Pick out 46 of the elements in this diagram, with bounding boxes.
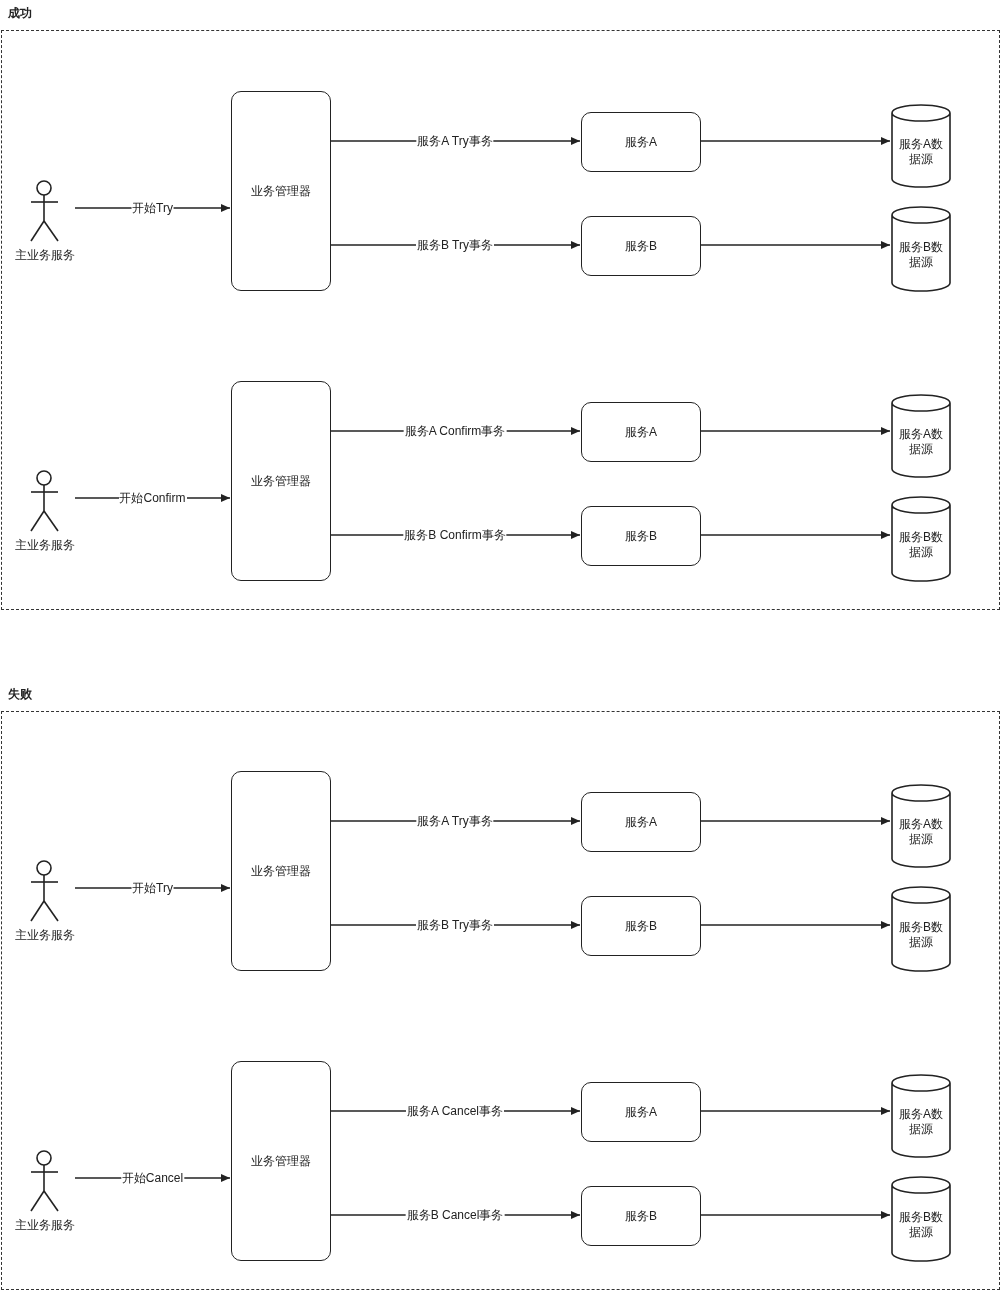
edge-label: 开始Try <box>131 879 174 897</box>
process-box: 服务B <box>581 506 701 566</box>
database-cylinder: 服务B数据源 <box>891 206 951 292</box>
database-cylinder: 服务A数据源 <box>891 394 951 478</box>
edge-label: 服务B Confirm事务 <box>403 526 507 544</box>
edge-label: 服务B Try事务 <box>416 916 494 934</box>
actor: 主业务服务 <box>14 466 76 554</box>
process-box: 服务B <box>581 1186 701 1246</box>
process-box: 业务管理器 <box>231 91 331 291</box>
database-cylinder: 服务A数据源 <box>891 784 951 868</box>
actor: 主业务服务 <box>14 176 76 264</box>
database-cylinder: 服务B数据源 <box>891 886 951 972</box>
database-cylinder: 服务B数据源 <box>891 1176 951 1262</box>
process-box: 服务B <box>581 216 701 276</box>
process-box: 服务A <box>581 112 701 172</box>
edge-label: 服务B Try事务 <box>416 236 494 254</box>
edge-label: 开始Try <box>131 199 174 217</box>
edge-label: 服务A Cancel事务 <box>406 1102 504 1120</box>
edge-label: 开始Cancel <box>120 1169 185 1187</box>
arrow <box>699 137 891 145</box>
process-box: 服务A <box>581 402 701 462</box>
section-title: 失败 <box>8 686 32 703</box>
arrow <box>699 1211 891 1219</box>
database-cylinder: 服务A数据源 <box>891 104 951 188</box>
database-cylinder: 服务A数据源 <box>891 1074 951 1158</box>
section-title: 成功 <box>8 5 32 22</box>
arrow <box>699 427 891 435</box>
edge-label: 服务A Confirm事务 <box>403 422 507 440</box>
actor: 主业务服务 <box>14 856 76 944</box>
actor: 主业务服务 <box>14 1146 76 1234</box>
process-box: 服务A <box>581 1082 701 1142</box>
edge-label: 服务A Try事务 <box>416 132 494 150</box>
arrow <box>699 241 891 249</box>
arrow <box>699 531 891 539</box>
process-box: 服务A <box>581 792 701 852</box>
arrow <box>699 817 891 825</box>
arrow <box>699 921 891 929</box>
process-box: 业务管理器 <box>231 381 331 581</box>
arrow <box>699 1107 891 1115</box>
edge-label: 开始Confirm <box>118 489 187 507</box>
process-box: 业务管理器 <box>231 771 331 971</box>
database-cylinder: 服务B数据源 <box>891 496 951 582</box>
process-box: 业务管理器 <box>231 1061 331 1261</box>
process-box: 服务B <box>581 896 701 956</box>
edge-label: 服务A Try事务 <box>416 812 494 830</box>
edge-label: 服务B Cancel事务 <box>405 1206 505 1224</box>
